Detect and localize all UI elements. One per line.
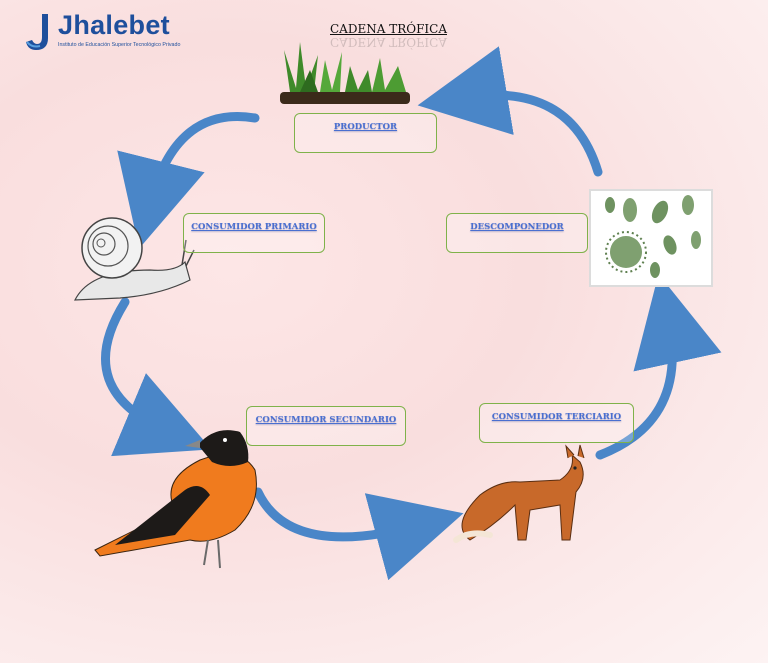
oriole-bird-image (94, 430, 257, 569)
arrow-terciario-to-descomponedor (595, 274, 722, 460)
node-consumidor-primario: CONSUMIDOR PRIMARIO (183, 213, 325, 253)
arrow-primario-to-secundario (100, 297, 212, 457)
node-productor: PRODUCTOR (294, 113, 437, 153)
logo-subtitle: Instituto de Educación Superior Tecnológ… (58, 42, 181, 48)
arrow-secundario-to-terciario (253, 487, 464, 581)
node-consumidor-secundario: CONSUMIDOR SECUNDARIO (246, 406, 406, 446)
label-consumidor-primario: CONSUMIDOR PRIMARIO (191, 222, 317, 232)
logo-name: Jhalebet (58, 10, 170, 40)
label-descomponedor: DESCOMPONEDOR (470, 222, 564, 232)
page-title: CADENA TRÓFICA (330, 22, 447, 36)
grass-image (280, 42, 410, 104)
fox-image (453, 444, 585, 543)
snail-image (74, 217, 195, 301)
arrow-productor-to-primario (117, 112, 260, 249)
bacteria-image (589, 189, 713, 287)
logo: Jhalebet Instituto de Educación Superior… (24, 10, 184, 56)
logo-mark-icon (26, 14, 48, 50)
node-descomponedor: DESCOMPONEDOR (446, 213, 588, 253)
label-consumidor-secundario: CONSUMIDOR SECUNDARIO (255, 415, 397, 425)
node-consumidor-terciario: CONSUMIDOR TERCIARIO (479, 403, 634, 443)
label-productor: PRODUCTOR (333, 122, 398, 132)
label-consumidor-terciario: CONSUMIDOR TERCIARIO (491, 412, 622, 422)
arrow-descomponedor-to-productor (417, 46, 603, 177)
